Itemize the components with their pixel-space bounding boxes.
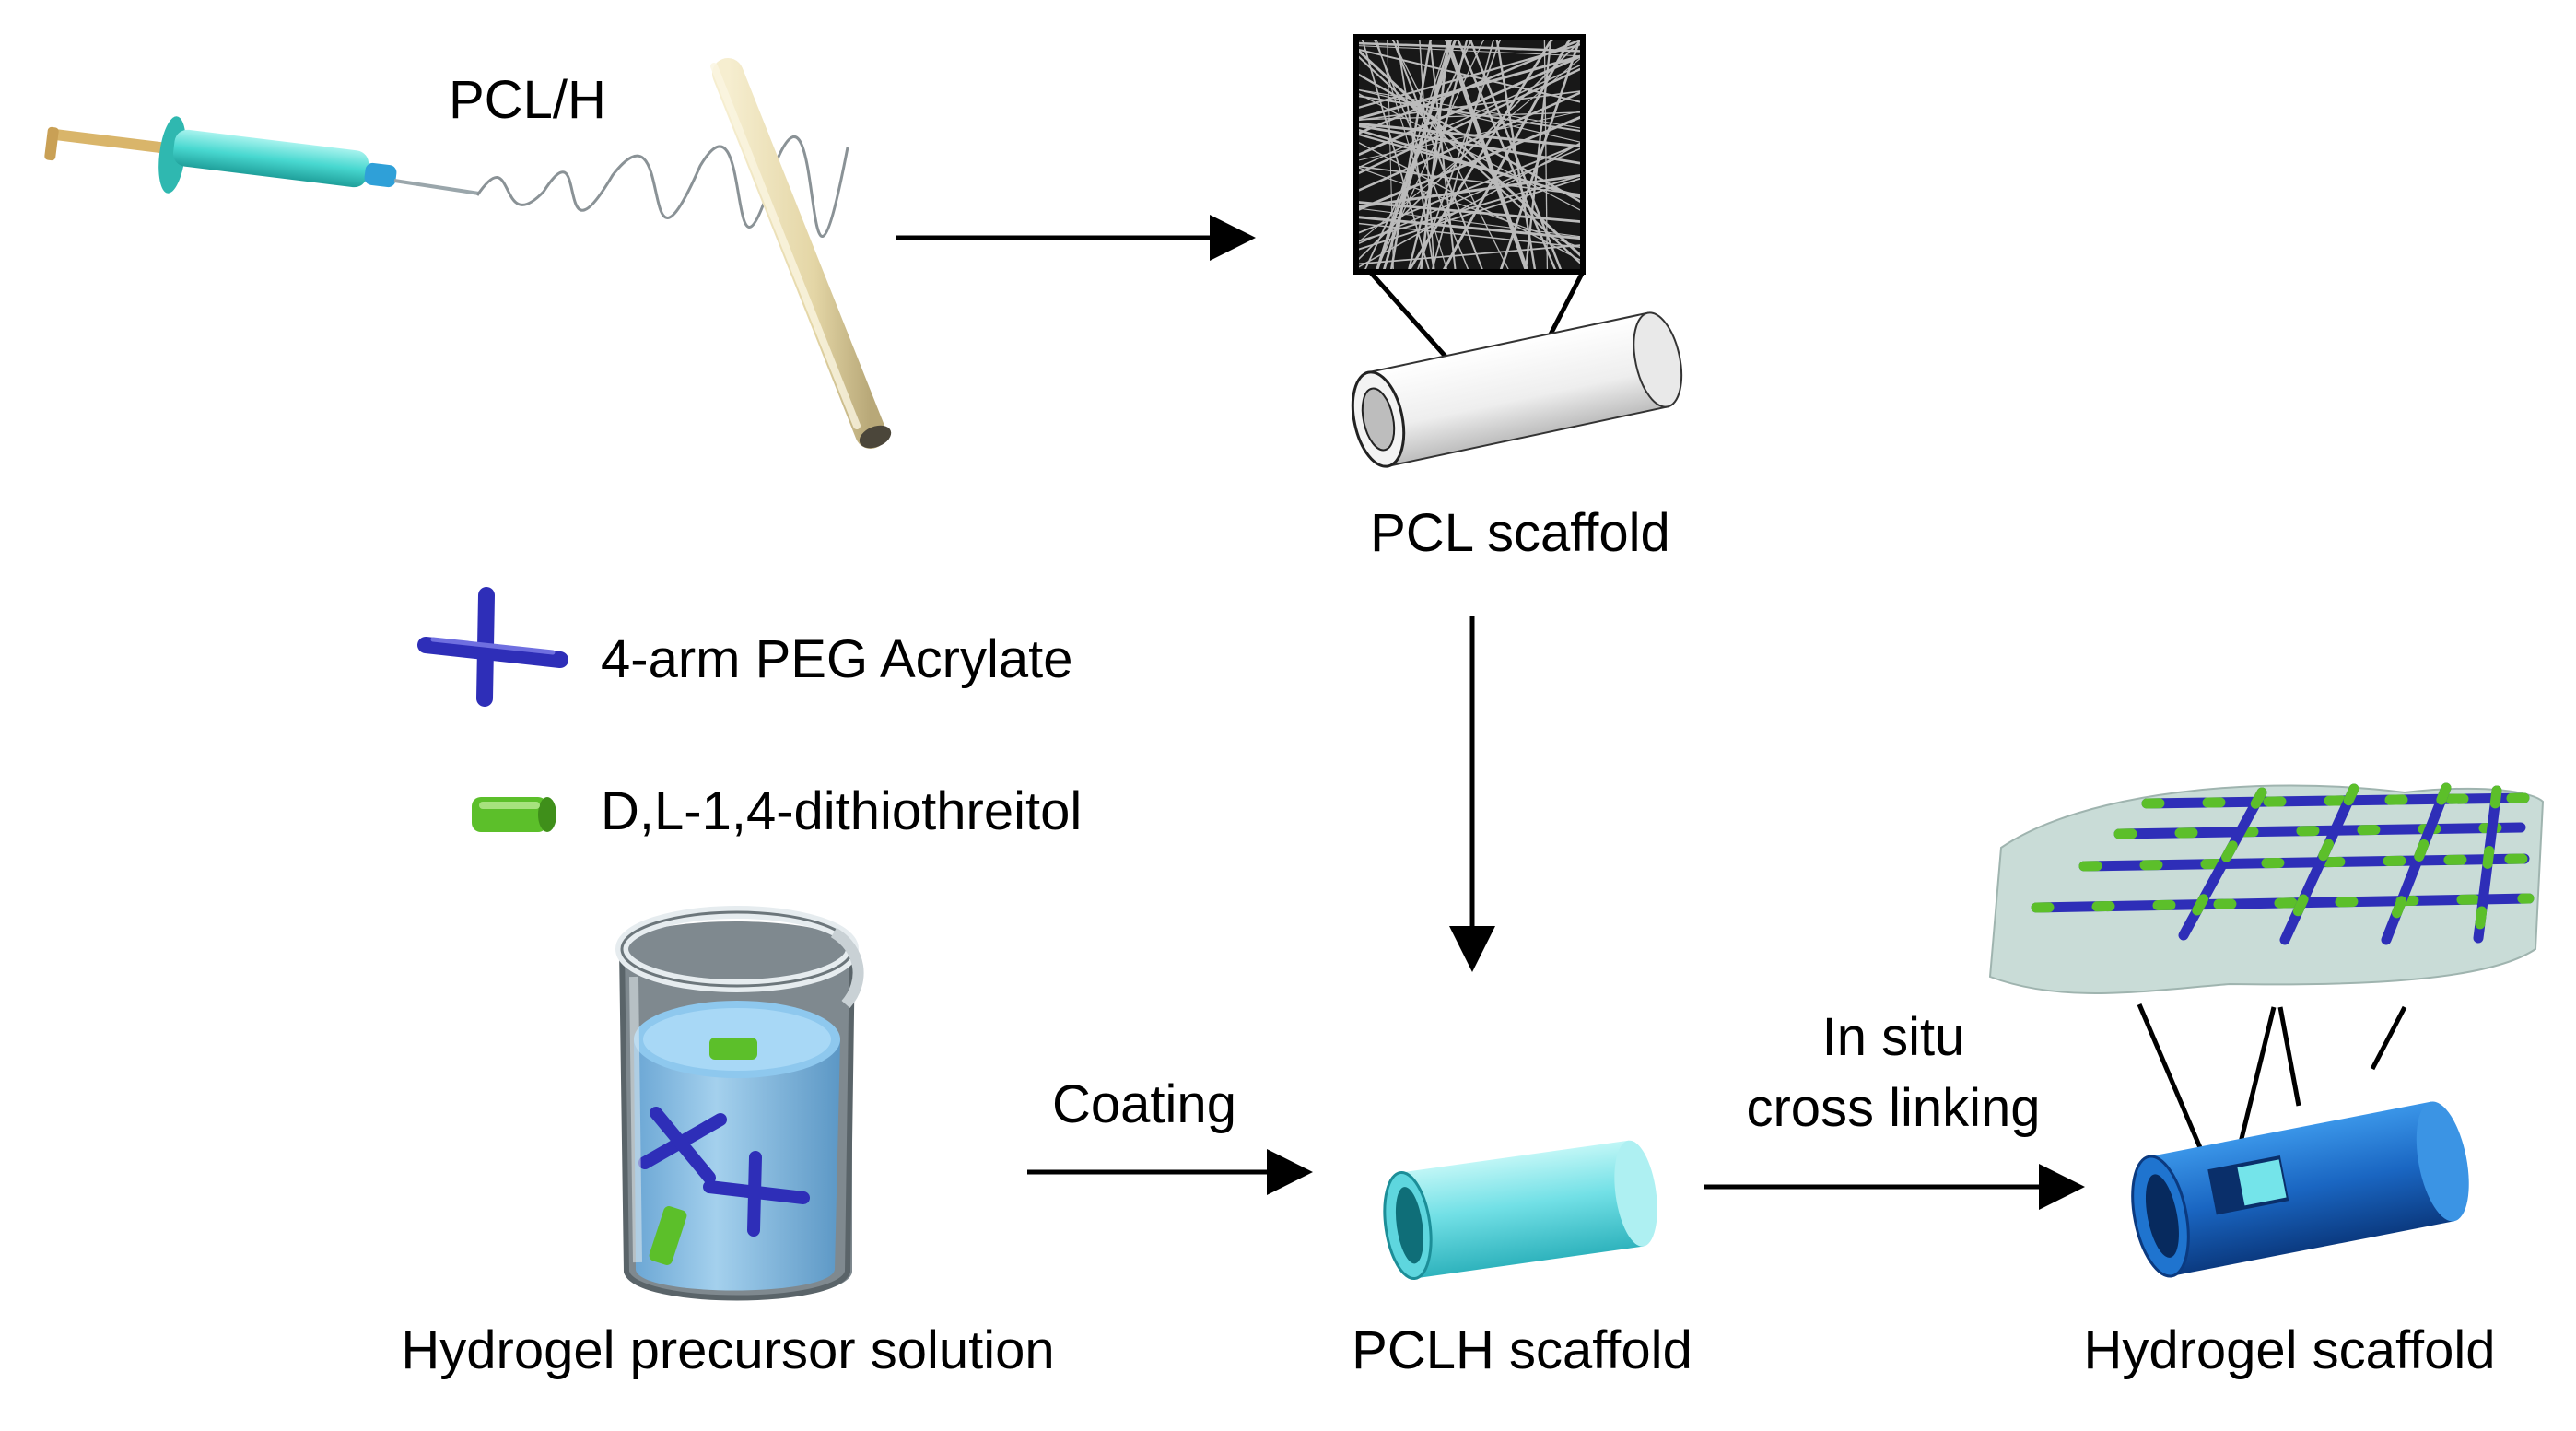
pclh-scaffold-label: PCLH scaffold — [1352, 1320, 1692, 1380]
cylinder-molecule-icon — [472, 797, 556, 832]
precursor-label: Hydrogel precursor solution — [401, 1320, 1054, 1380]
legend-peg-label: 4-arm PEG Acrylate — [601, 629, 1072, 689]
legend-dtt-label: D,L-1,4-dithiothreitol — [601, 781, 1082, 841]
pcl-h-label: PCL/H — [449, 70, 606, 130]
coating-label: Coating — [1052, 1074, 1236, 1134]
pcl-scaffold-label: PCL scaffold — [1370, 503, 1670, 563]
rotating-collector-icon — [714, 66, 895, 452]
hydrogel-network-sheet — [1990, 786, 2543, 993]
in-situ-label-line1: In situ — [1822, 1007, 1965, 1067]
pcl-scaffold-tube — [1345, 309, 1690, 472]
hydrogel-scaffold-label: Hydrogel scaffold — [2083, 1320, 2495, 1380]
syringe-icon — [44, 115, 479, 195]
hydrogel-scaffold-tube — [2124, 1097, 2477, 1281]
cross-molecule-icon — [426, 595, 560, 698]
fiber-mesh-icon — [1356, 37, 1583, 272]
in-situ-label-line2: cross linking — [1746, 1078, 2040, 1138]
beaker-icon — [622, 912, 859, 1299]
pclh-scaffold-tube — [1378, 1138, 1663, 1282]
